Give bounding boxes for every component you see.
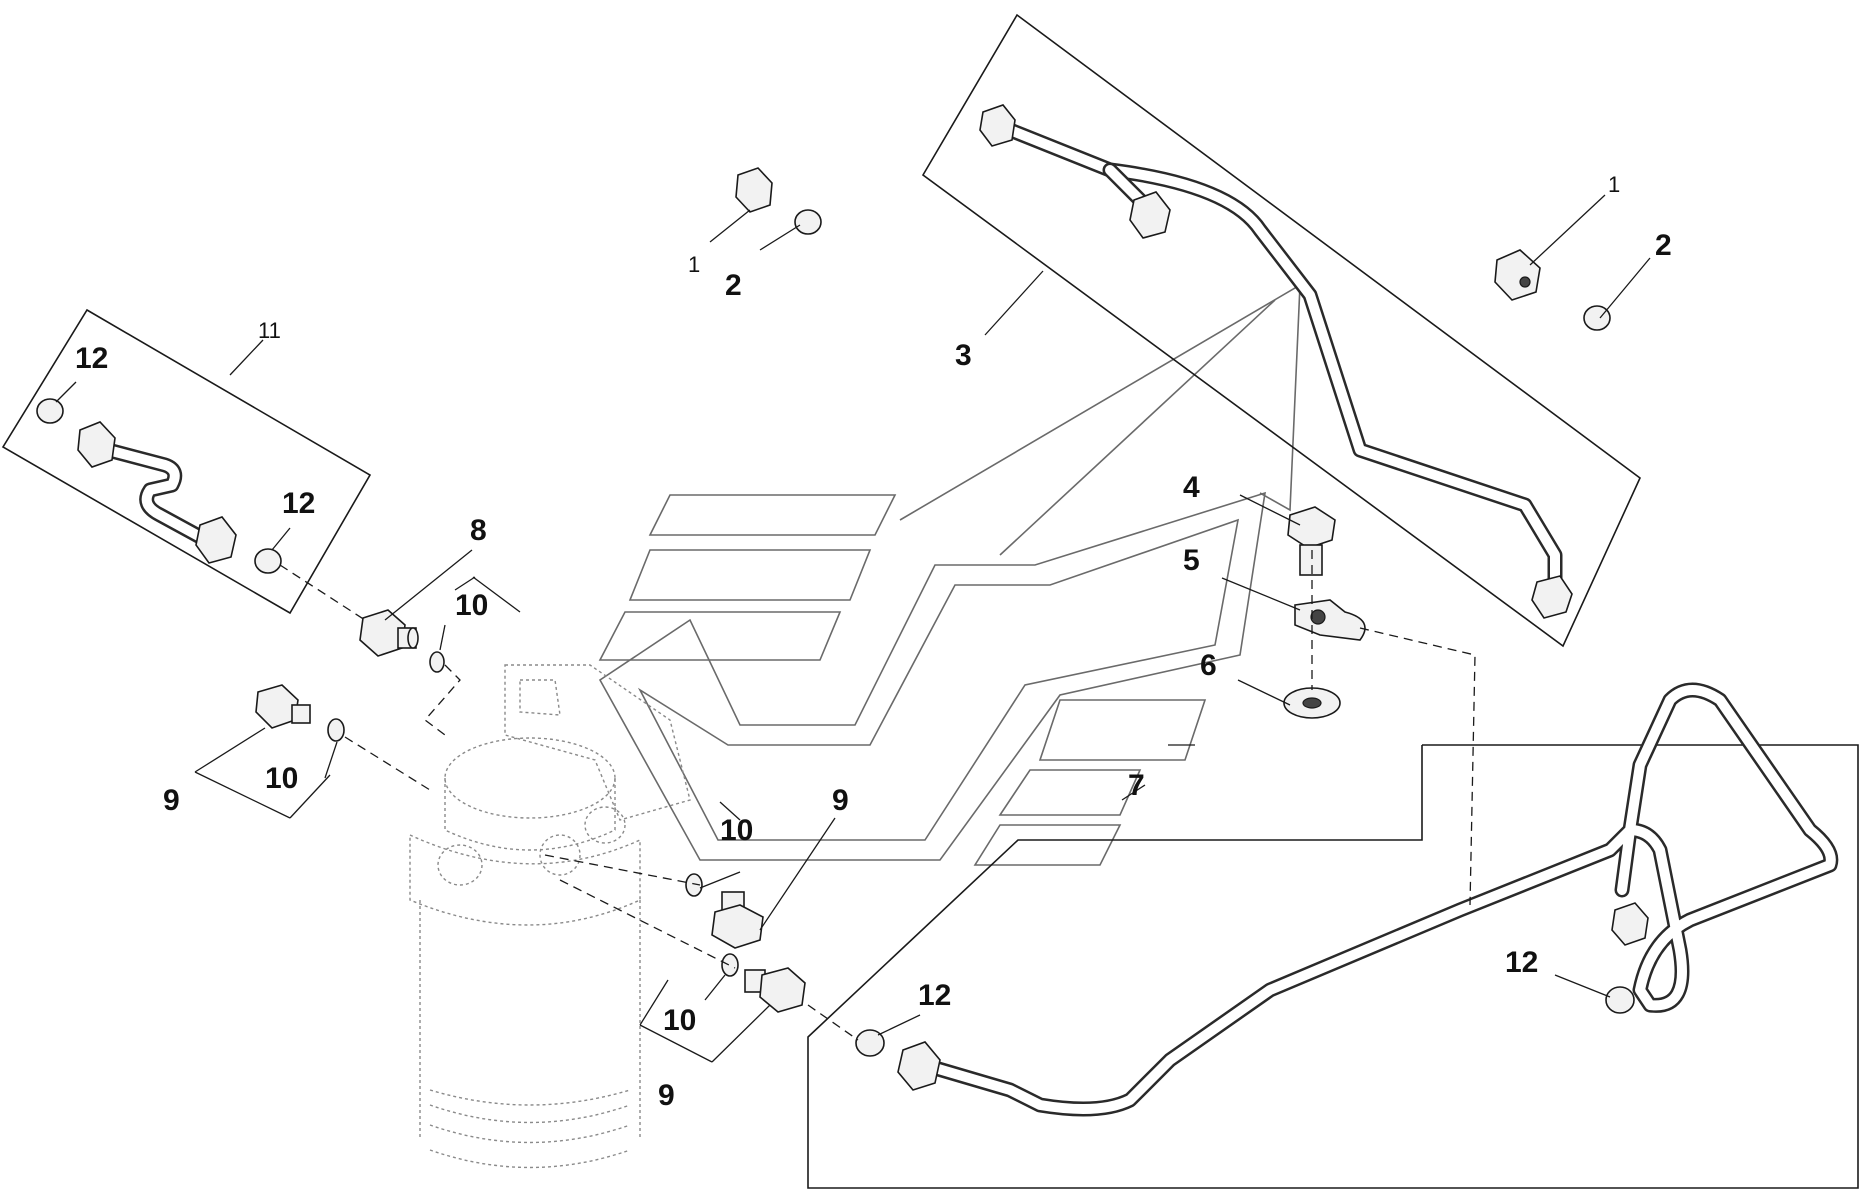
pipe-7-bracket-box [807, 744, 1859, 1189]
pipe-11 [77, 421, 237, 564]
callout-12c: 12 [918, 979, 951, 1012]
callout-6: 6 [1200, 649, 1217, 682]
bolt-4 [1287, 506, 1336, 576]
washer-10b [327, 718, 345, 742]
leader-lines [55, 194, 1651, 1063]
pipe-3-bracket-box [921, 13, 1641, 648]
plug-9b [711, 891, 764, 949]
callout-3: 3 [955, 339, 972, 372]
fitting-9a [255, 684, 311, 729]
bracket-boxes [1, 13, 1859, 1189]
pipe-7 [897, 682, 1839, 1117]
callout-11: 11 [258, 318, 281, 343]
callout-4: 4 [1183, 471, 1200, 504]
sleeve-12d [1605, 986, 1635, 1014]
callout-9b: 9 [832, 784, 849, 817]
callout-2b: 2 [1655, 229, 1672, 262]
callout-9c: 9 [658, 1079, 675, 1112]
washer-6 [1283, 687, 1341, 719]
fitting-9c [744, 967, 806, 1013]
assembly-dashed-lines [279, 550, 1476, 1041]
sleeve-12c [855, 1029, 885, 1057]
pipe-3-nut-end [1531, 575, 1573, 619]
sleeve-12a [36, 398, 64, 424]
sleeve-2b [1583, 305, 1611, 331]
callout-7: 7 [1128, 769, 1145, 802]
washer-10d [721, 953, 739, 977]
callout-8: 8 [470, 514, 487, 547]
callout-1b: 1 [1608, 172, 1620, 197]
callout-10c: 10 [720, 814, 753, 847]
callout-9a: 9 [163, 784, 180, 817]
nut-1a [735, 167, 773, 213]
pipe-3-nut-mid [1129, 191, 1171, 239]
pipe-3-nut-top [979, 104, 1016, 147]
clip-5 [1294, 599, 1366, 641]
pipe-3 [979, 104, 1573, 619]
sleeve-2a [794, 209, 822, 235]
callout-10d: 10 [663, 1004, 696, 1037]
callout-12a: 12 [75, 342, 108, 375]
pipe-11-bracket-box [1, 308, 372, 615]
fuel-filter-housing [409, 664, 691, 1169]
callout-5: 5 [1183, 544, 1200, 577]
callout-12b: 12 [282, 487, 315, 520]
callout-10b: 10 [265, 762, 298, 795]
callout-12d: 12 [1505, 946, 1538, 979]
callout-2a: 2 [725, 269, 742, 302]
callout-10a: 10 [455, 589, 488, 622]
washer-10c [685, 873, 703, 897]
washer-10a [429, 651, 445, 673]
adapter-8 [359, 609, 419, 657]
callout-1a: 1 [688, 252, 700, 277]
nut-1b [1494, 249, 1541, 301]
watermark-logo [598, 283, 1301, 866]
sleeve-12b [254, 548, 282, 574]
callout-labels: 1 2 1 2 3 4 5 6 7 8 9 9 9 10 10 10 10 11… [75, 172, 1672, 1112]
